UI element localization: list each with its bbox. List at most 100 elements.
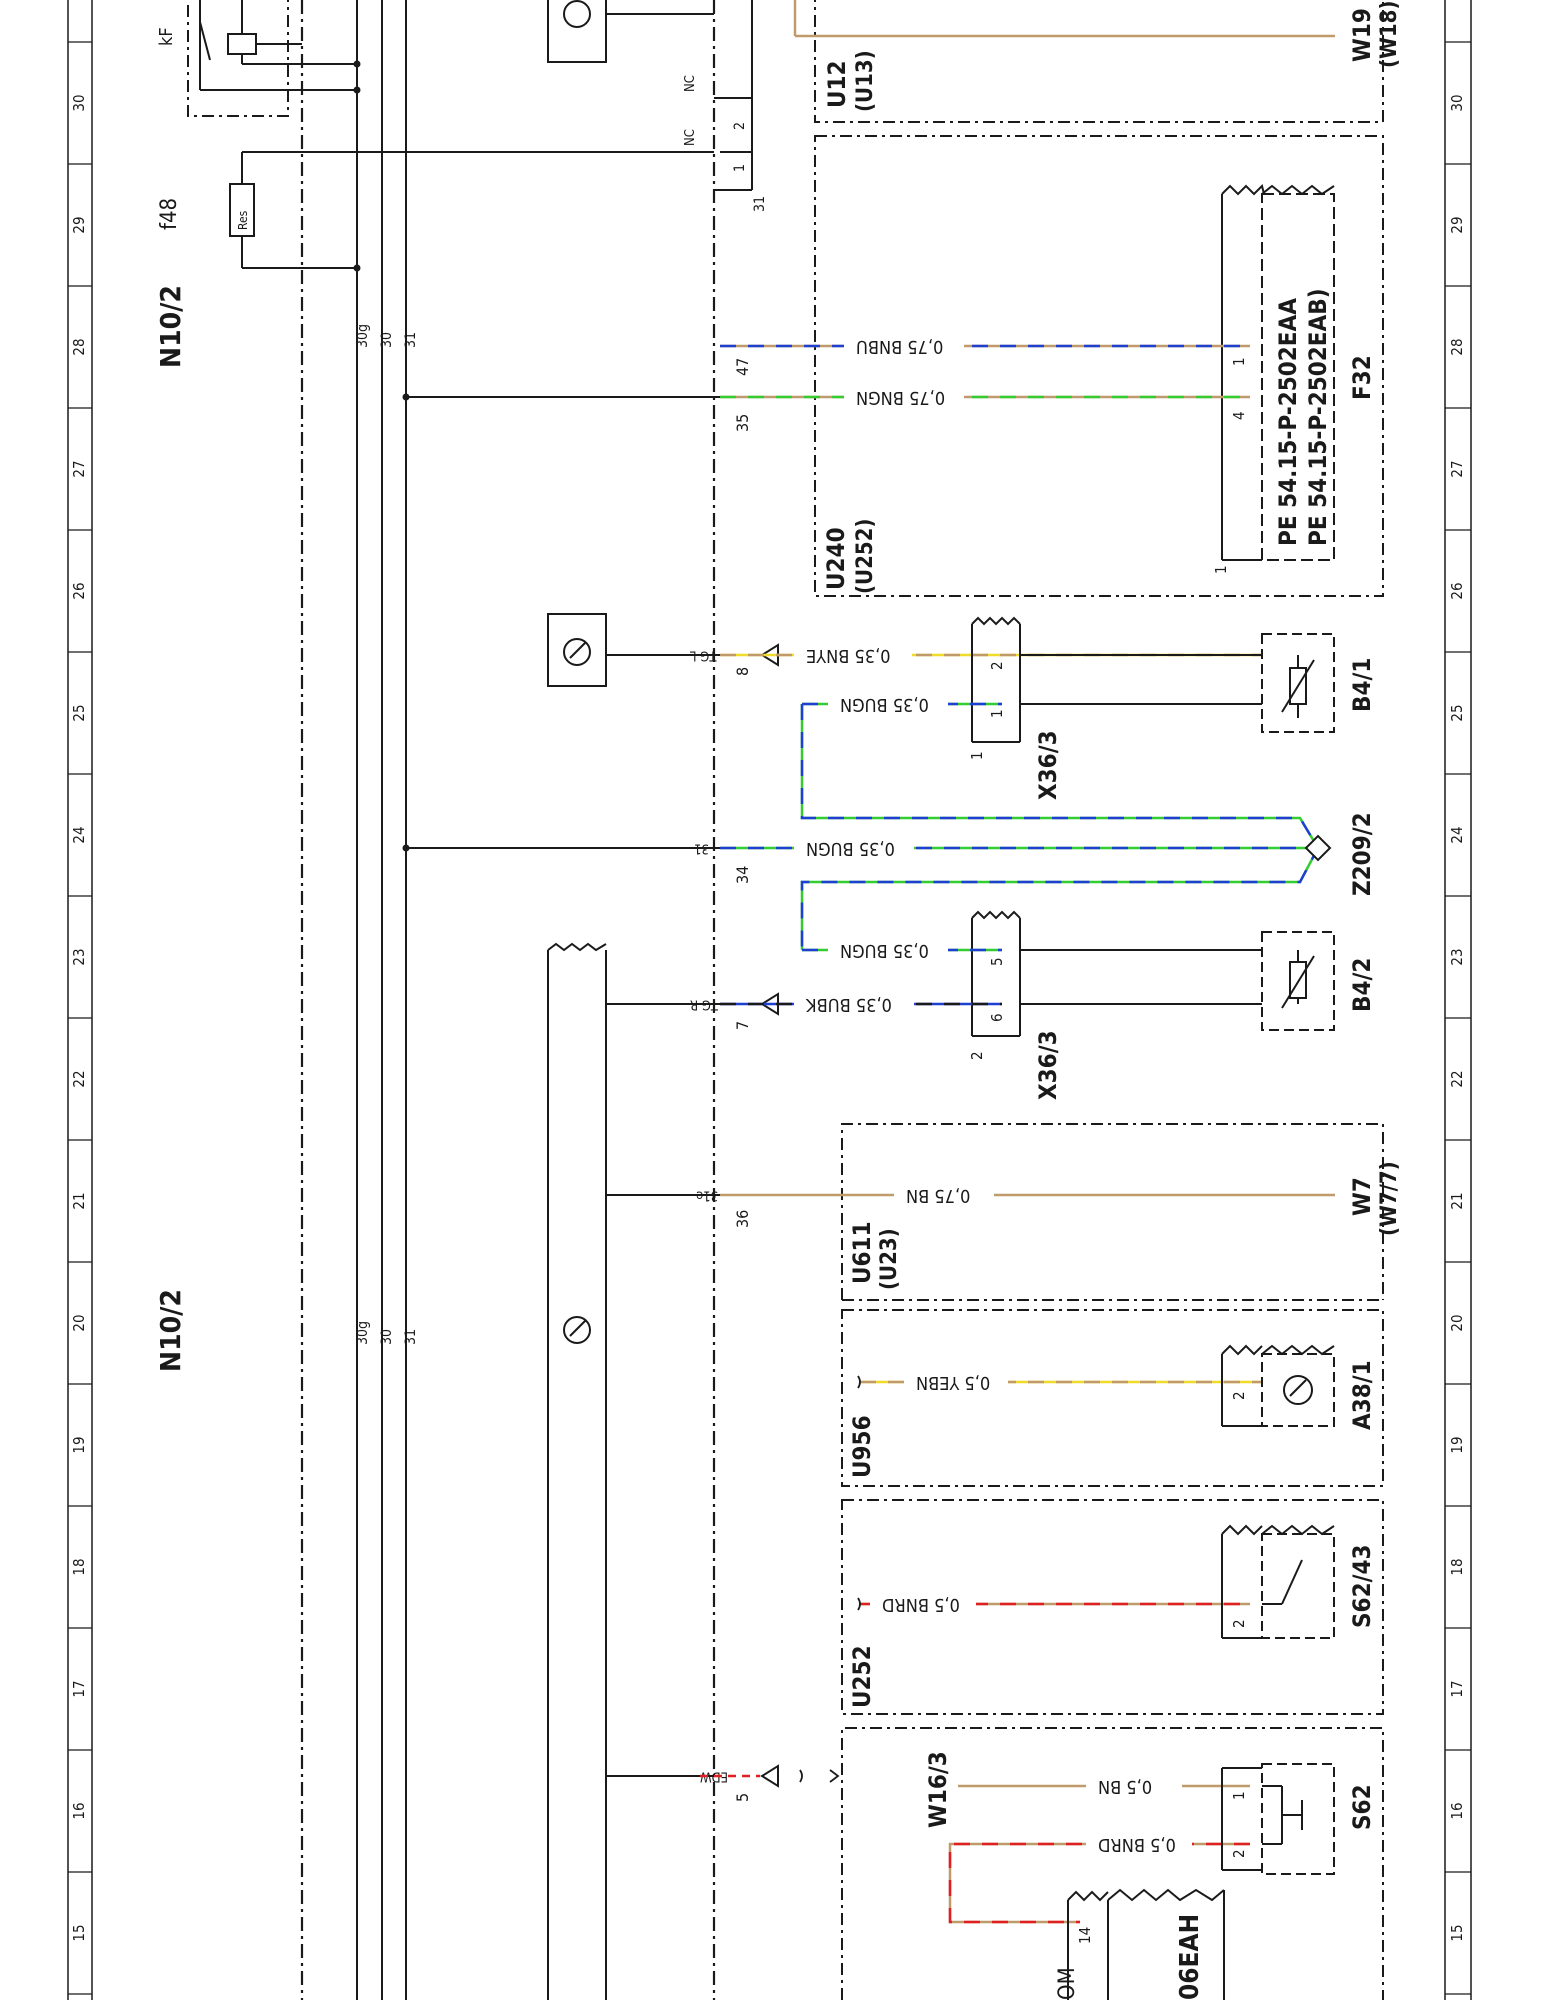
wire-bnbu: 0,75 BNBU <box>856 336 943 357</box>
grid-row-label: 25 <box>70 704 88 721</box>
pin-tgl-name: TG L <box>690 648 718 663</box>
power-rails <box>356 0 753 2000</box>
label-u13: (U13) <box>853 50 878 112</box>
relay-kf <box>187 0 357 117</box>
grid-row-label: 21 <box>1448 1192 1466 1209</box>
pin-47-num: 47 <box>733 358 752 376</box>
grid-row-label: 23 <box>70 948 88 965</box>
pin-7-num: 7 <box>733 1021 752 1030</box>
label-z209-2: Z209/2 <box>1348 812 1376 896</box>
wire-bngn: 0,75 BNGN <box>856 387 945 408</box>
grid-row-label: 20 <box>1448 1314 1466 1331</box>
grid-row-label: 27 <box>70 460 88 477</box>
s62-switch <box>1221 1763 1335 1875</box>
pin-31-name: 31 <box>694 841 709 856</box>
pin-stubs <box>406 396 720 1777</box>
box-u611 <box>841 1123 1384 1301</box>
pin-36-num: 36 <box>733 1210 752 1228</box>
a38-pin: 2 <box>1230 1391 1248 1400</box>
label-x36-3-upper: X36/3 <box>1034 730 1062 800</box>
grid-row-label: 26 <box>70 582 88 599</box>
grid-row-label: 19 <box>70 1436 88 1453</box>
label-u252-paren: (U252) <box>853 519 878 594</box>
label-u956: U956 <box>848 1415 876 1478</box>
wire-bnye: 0,35 BNYE <box>806 645 891 666</box>
resistor-label: Res <box>236 210 250 230</box>
module-boundary <box>300 0 716 2000</box>
x36-upper-pin1: 1 <box>988 709 1006 718</box>
connector-06eah <box>1067 1888 1225 2000</box>
bracket-label: 31 <box>752 196 768 212</box>
f32-pe1: PE 54.15-P-2502EAA <box>1274 298 1302 546</box>
label-om: OM <box>1055 1967 1080 2000</box>
box-u12 <box>814 0 1384 123</box>
s62-43-switch <box>1221 1524 1335 1639</box>
pin-nc2-name: NC <box>683 75 698 92</box>
rail-label-30: 30 <box>379 332 395 348</box>
wire-bnrd-18: 0,5 BNRD <box>882 1594 960 1615</box>
nc-lines <box>714 97 752 191</box>
module-name-lower: N10/2 <box>154 1289 187 1372</box>
pin-tgr-name: TG R <box>690 997 719 1012</box>
label-u12: U12 <box>823 60 851 108</box>
grid-row-label: 20 <box>70 1314 88 1331</box>
grid-row-label: 21 <box>70 1192 88 1209</box>
wire-bugn-24: 0,35 BUGN <box>806 838 895 859</box>
module-name-upper: N10/2 <box>154 285 187 368</box>
pin-35-num: 35 <box>733 414 752 432</box>
box-s62 <box>841 1727 1384 2000</box>
resistor-f48 <box>229 151 714 269</box>
label-w7-7: (W7/7) <box>1377 1161 1402 1236</box>
wire-end-markers <box>799 1375 861 1783</box>
f32-connector <box>1221 184 1335 561</box>
f32-pin1: 1 <box>1230 357 1248 366</box>
arrow-p5 <box>760 1764 779 1788</box>
grid-frame <box>67 0 1472 2000</box>
x36-upper-tag: 1 <box>968 751 986 760</box>
wire-bn-21: 0,75 BN <box>906 1185 970 1206</box>
x36-lower-pin6: 6 <box>988 1013 1006 1022</box>
x36-lower-tag: 2 <box>968 1051 986 1060</box>
grid-row-label: 17 <box>70 1680 88 1697</box>
label-s62: S62 <box>1348 1784 1376 1830</box>
pin-34-num: 34 <box>733 866 752 884</box>
label-u240: U240 <box>822 527 850 590</box>
grid-row-label: 30 <box>70 94 88 111</box>
label-w19: W19 <box>1348 8 1376 62</box>
relay-label: kF <box>156 27 177 46</box>
label-u611: U611 <box>848 1221 876 1284</box>
grid-row-label: 18 <box>70 1558 88 1575</box>
s62-pin2: 2 <box>1230 1849 1248 1858</box>
grid-row-label: 15 <box>1448 1924 1466 1941</box>
pin-nc2-num: 2 <box>732 122 748 130</box>
pin-14: 14 <box>1076 1927 1094 1944</box>
wire-bugn-23: 0,35 BUGN <box>840 940 929 961</box>
x36-3-lower <box>971 910 1262 1037</box>
f32-pin1b: 1 <box>1212 565 1230 574</box>
grid-row-label: 18 <box>1448 1558 1466 1575</box>
rail-label-30g-lower: 30g <box>355 1321 371 1345</box>
s62-43-pin: 2 <box>1230 1619 1248 1628</box>
a38-1-component <box>1221 1344 1335 1427</box>
x36-upper-pin2: 2 <box>988 661 1006 670</box>
grid-row-label: 25 <box>1448 704 1466 721</box>
splice-z209 <box>1304 834 1332 862</box>
indicator-top <box>547 0 714 63</box>
label-x36-3-lower: X36/3 <box>1034 1030 1062 1100</box>
rail-label-30g: 30g <box>355 324 371 348</box>
grid-row-label: 22 <box>70 1070 88 1087</box>
pin-nc1-name: NC <box>683 129 698 146</box>
grid-row-label: 24 <box>1448 826 1466 843</box>
sensor-b4-2 <box>1261 931 1335 1031</box>
grid-row-label: 17 <box>1448 1680 1466 1697</box>
rail-label-31: 31 <box>403 332 419 348</box>
grid-row-label: 16 <box>70 1802 88 1819</box>
label-w16-3: W16/3 <box>924 1751 952 1828</box>
grid-row-label: 29 <box>1448 216 1466 233</box>
grid-row-label: 15 <box>70 1924 88 1941</box>
indicator-tg-l <box>547 613 607 687</box>
indicator-tg-r-bar <box>547 942 607 2000</box>
grid-row-label: 22 <box>1448 1070 1466 1087</box>
sensor-b4-1 <box>1261 633 1335 733</box>
label-w18: (W18) <box>1377 1 1402 68</box>
